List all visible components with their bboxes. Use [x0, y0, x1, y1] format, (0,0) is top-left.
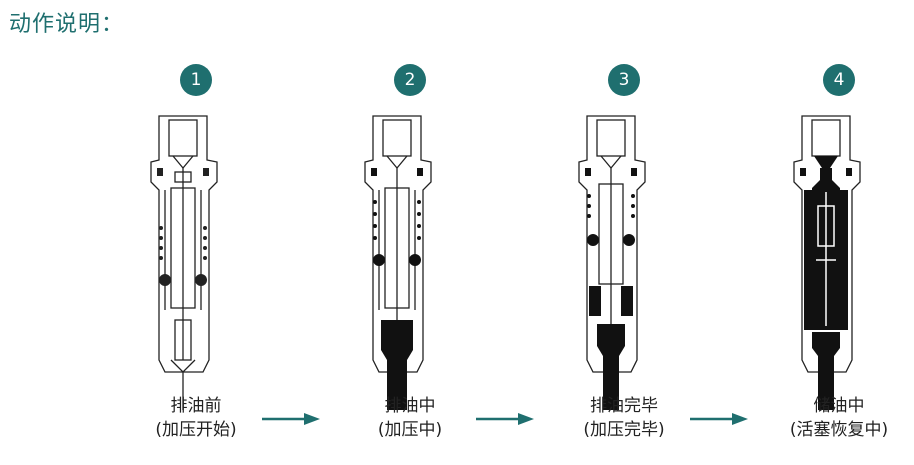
- arrow-right-icon: [476, 413, 534, 425]
- page-title: 动作说明：: [9, 12, 125, 37]
- step-number-badge: 4: [823, 64, 855, 96]
- step-caption: 排油前 (加压开始): [131, 394, 261, 442]
- step-label: 排油前: [170, 396, 222, 416]
- step-sublabel: (活塞恢复中): [789, 420, 889, 440]
- arrow-right-icon: [690, 413, 748, 425]
- step-number-badge: 2: [394, 64, 426, 96]
- step-label: 排油中: [384, 396, 436, 416]
- step-caption: 排油完毕 (加压完毕): [559, 394, 689, 442]
- valve-diagram-discharging: [364, 115, 432, 410]
- step-sublabel: (加压完毕): [583, 420, 665, 440]
- step-sublabel: (加压中): [377, 420, 443, 440]
- step-caption: 储油中 (活塞恢复中): [774, 394, 904, 442]
- valve-diagram-done: [578, 115, 646, 410]
- valve-diagram-start: [150, 115, 218, 410]
- step-sublabel: (加压开始): [155, 420, 237, 440]
- step-label: 储油中: [813, 396, 865, 416]
- arrow-right-icon: [262, 413, 320, 425]
- valve-diagram-storing: [793, 115, 861, 410]
- step-number-badge: 3: [608, 64, 640, 96]
- step-label: 排油完毕: [590, 396, 658, 416]
- step-number-badge: 1: [180, 64, 212, 96]
- step-caption: 排油中 (加压中): [345, 394, 475, 442]
